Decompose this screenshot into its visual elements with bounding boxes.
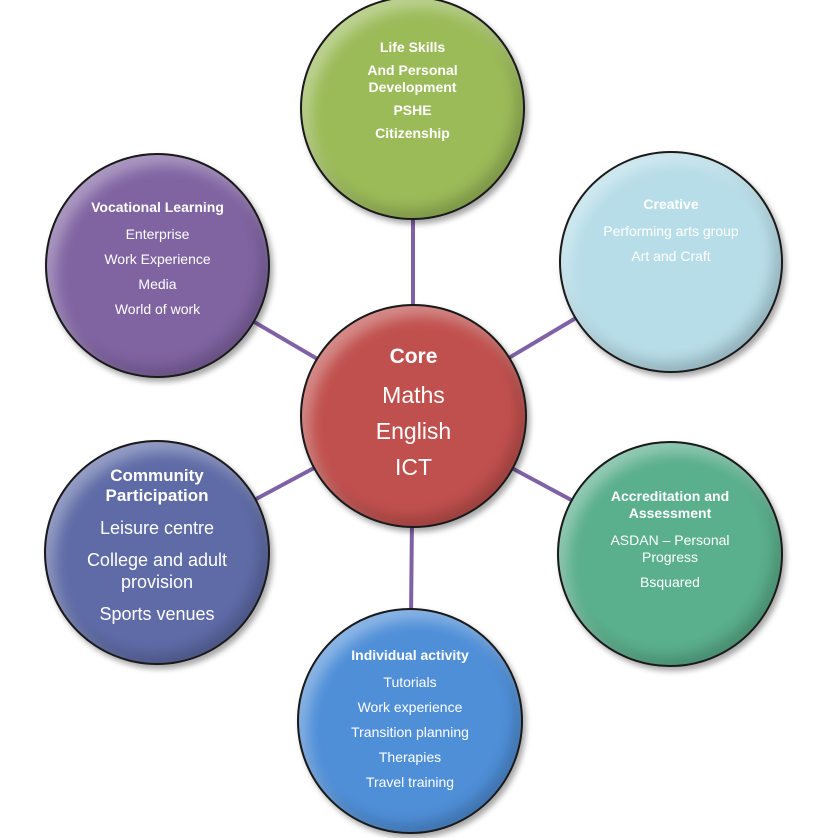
vocational-item: Media [138, 276, 177, 292]
creative-title: Creative [643, 195, 699, 212]
community-item: Sports venues [99, 603, 215, 624]
vocational-item: World of work [114, 301, 201, 317]
core-node: Core Maths English ICT [300, 304, 527, 528]
life-skills-node: Life Skills And Personal Development PSH… [300, 0, 525, 220]
community-node: Community Participation Leisure centre C… [44, 440, 270, 665]
core-title: Core [389, 345, 438, 368]
individual-item: Transition planning [351, 724, 469, 740]
community-item: Leisure centre [99, 517, 215, 538]
community-title: Community Participation [105, 465, 209, 505]
individual-title: Individual activity [351, 647, 469, 663]
accreditation-item: ASDAN – Personal Progress [610, 532, 730, 565]
accreditation-title: Accreditation and Assessment [610, 488, 730, 521]
individual-item: Therapies [378, 749, 442, 765]
life-item: And Personal Development [367, 61, 458, 95]
vocational-title: Vocational Learning [91, 199, 224, 215]
core-item: English [375, 418, 452, 444]
life-item: Life Skills [379, 38, 446, 55]
vocational-item: Work Experience [104, 251, 211, 267]
life-item: Citizenship [375, 124, 450, 141]
creative-item: Art and Craft [631, 247, 711, 264]
accreditation-item: Bsquared [640, 574, 700, 590]
creative-node: Creative Performing arts group Art and C… [559, 151, 783, 373]
individual-item: Tutorials [383, 674, 437, 690]
accreditation-node: Accreditation and Assessment ASDAN – Per… [557, 441, 783, 667]
individual-item: Work experience [357, 699, 463, 715]
individual-activity-node: Individual activity Tutorials Work exper… [297, 608, 523, 834]
creative-item: Performing arts group [603, 222, 739, 239]
vocational-node: Vocational Learning Enterprise Work Expe… [45, 153, 270, 378]
core-item: ICT [394, 454, 433, 480]
vocational-item: Enterprise [125, 226, 190, 242]
community-item: College and adult provision [86, 549, 228, 592]
life-item: PSHE [393, 101, 432, 118]
core-item: Maths [382, 382, 445, 408]
individual-item: Travel training [365, 774, 455, 790]
